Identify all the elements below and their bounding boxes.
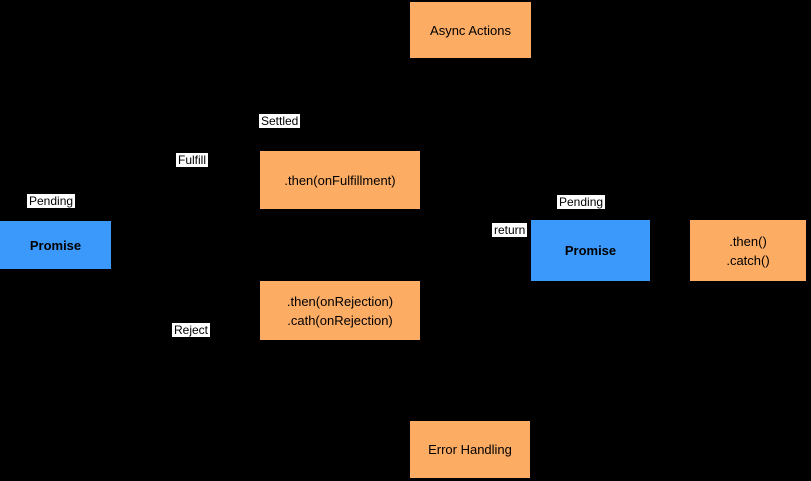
edge-label-fulfill[interactable]: Fulfill xyxy=(176,153,209,167)
node-promise-returned[interactable]: Promise xyxy=(531,220,650,281)
node-catch-line2: .catch() xyxy=(726,252,770,268)
edge-label-reject[interactable]: Reject xyxy=(172,323,211,337)
node-promise-initial-label: Promise xyxy=(29,237,82,253)
node-then-onrejection-line1: .then(onRejection) xyxy=(286,293,394,309)
edge-label-settled[interactable]: Settled xyxy=(259,114,301,128)
node-async-actions-label: Async Actions xyxy=(430,22,511,38)
edge-label-return[interactable]: return xyxy=(492,223,528,237)
node-cath-onrejection-line2: .cath(onRejection) xyxy=(287,312,393,328)
node-promise-returned-label: Promise xyxy=(564,243,617,258)
edge-label-pending-left[interactable]: Pending xyxy=(27,194,76,208)
node-promise-initial[interactable]: Promise xyxy=(0,221,111,269)
edge-label-pending-right[interactable]: Pending xyxy=(557,195,606,209)
node-error-handling-label: Error Handling xyxy=(428,442,512,457)
node-then-cath-onrejection[interactable]: .then(onRejection) .cath(onRejection) xyxy=(260,281,420,340)
node-then-onfulfillment[interactable]: .then(onFulfillment) xyxy=(260,151,420,209)
node-then-onfulfillment-label: .then(onFulfillment) xyxy=(284,172,396,188)
node-then-line1: .then() xyxy=(729,233,767,249)
node-then-catch[interactable]: .then() .catch() xyxy=(690,220,806,281)
node-error-handling[interactable]: Error Handling xyxy=(410,421,530,478)
node-async-actions[interactable]: Async Actions xyxy=(410,2,531,58)
